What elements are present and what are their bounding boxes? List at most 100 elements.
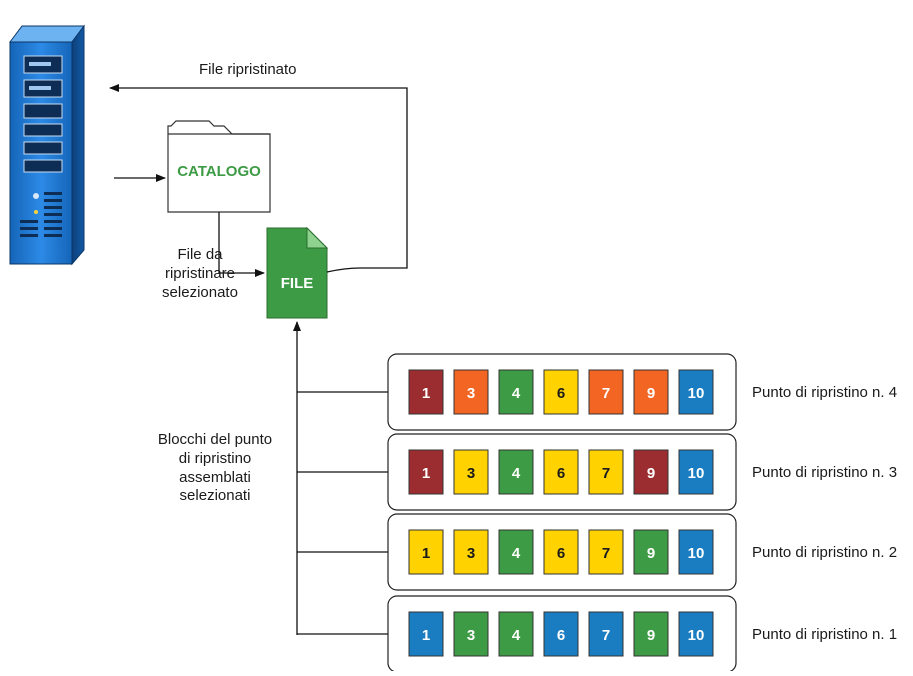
data-block-fill bbox=[498, 449, 534, 495]
file-selected-line-3: selezionato bbox=[162, 283, 238, 301]
data-block: 7 bbox=[588, 529, 624, 575]
data-block-number: 6 bbox=[557, 627, 565, 644]
data-block-number: 7 bbox=[602, 465, 610, 482]
restore-point-row: 1 3 4 6 7 9 10 Punto di ripristino n. 1 bbox=[387, 595, 897, 673]
data-block-fill bbox=[453, 611, 489, 657]
data-block: 10 bbox=[678, 529, 714, 575]
data-block-fill bbox=[633, 611, 669, 657]
restore-point-label: Punto di ripristino n. 1 bbox=[752, 626, 897, 643]
data-block: 10 bbox=[678, 369, 714, 415]
data-block: 6 bbox=[543, 529, 579, 575]
blocks-selected-label: Blocchi del punto di ripristino assembla… bbox=[145, 431, 285, 506]
data-block: 9 bbox=[633, 529, 669, 575]
data-block-fill bbox=[543, 369, 579, 415]
data-block-number: 9 bbox=[647, 545, 655, 562]
file-document-icon: FILE bbox=[266, 226, 329, 319]
data-block-number: 4 bbox=[512, 545, 521, 562]
data-block: 9 bbox=[633, 449, 669, 495]
data-block: 1 bbox=[408, 611, 444, 657]
data-block-number: 7 bbox=[602, 545, 610, 562]
file-label: FILE bbox=[281, 275, 314, 292]
blocks-selected-line-3: assemblati bbox=[179, 468, 251, 486]
catalog-folder-icon: CATALOGO bbox=[167, 120, 271, 213]
data-block-fill bbox=[678, 529, 714, 575]
data-block-number: 6 bbox=[557, 385, 565, 402]
data-block-number: 9 bbox=[647, 465, 655, 482]
server-vent-grille bbox=[20, 192, 62, 237]
data-block-number: 3 bbox=[467, 545, 475, 562]
arrow-file-restored bbox=[109, 84, 408, 273]
data-block-number: 9 bbox=[647, 385, 655, 402]
data-block-fill bbox=[498, 611, 534, 657]
server-tower-icon bbox=[9, 24, 85, 266]
data-block: 9 bbox=[633, 369, 669, 415]
data-block: 4 bbox=[498, 369, 534, 415]
data-block-number: 10 bbox=[688, 545, 705, 562]
data-block: 6 bbox=[543, 611, 579, 657]
data-block: 7 bbox=[588, 449, 624, 495]
data-block-number: 1 bbox=[422, 385, 430, 402]
data-block-fill bbox=[453, 369, 489, 415]
data-block-fill bbox=[678, 449, 714, 495]
data-block: 1 bbox=[408, 529, 444, 575]
data-block-fill bbox=[408, 449, 444, 495]
data-block-fill bbox=[408, 529, 444, 575]
data-block-number: 7 bbox=[602, 627, 610, 644]
restore-point-row: 1 3 4 6 7 9 10 Punto di ripristino n. 3 bbox=[387, 433, 897, 511]
data-block-number: 10 bbox=[688, 627, 705, 644]
data-block-number: 7 bbox=[602, 385, 610, 402]
data-block-number: 10 bbox=[688, 465, 705, 482]
catalog-label: CATALOGO bbox=[177, 163, 261, 180]
data-block-fill bbox=[633, 369, 669, 415]
restore-point-label: Punto di ripristino n. 2 bbox=[752, 544, 897, 561]
data-block-fill bbox=[543, 529, 579, 575]
arrow-catalog-to-file bbox=[218, 212, 265, 277]
blocks-selected-line-4: selezionati bbox=[179, 487, 251, 505]
data-block-number: 9 bbox=[647, 627, 655, 644]
data-block-fill bbox=[453, 449, 489, 495]
data-block-number: 4 bbox=[512, 385, 521, 402]
data-block-fill bbox=[633, 449, 669, 495]
data-block: 1 bbox=[408, 369, 444, 415]
data-block-fill bbox=[588, 611, 624, 657]
data-block-fill bbox=[678, 611, 714, 657]
data-block-fill bbox=[678, 369, 714, 415]
data-block-number: 1 bbox=[422, 545, 430, 562]
data-block-fill bbox=[588, 529, 624, 575]
data-block-number: 4 bbox=[512, 465, 521, 482]
data-block-number: 1 bbox=[422, 627, 430, 644]
data-block-number: 10 bbox=[688, 385, 705, 402]
data-block: 3 bbox=[453, 449, 489, 495]
data-block: 6 bbox=[543, 449, 579, 495]
data-block-fill bbox=[498, 369, 534, 415]
data-block-number: 1 bbox=[422, 465, 430, 482]
data-block: 4 bbox=[498, 449, 534, 495]
server-drive-bays bbox=[23, 55, 63, 173]
blocks-selected-line-2: di ripristino bbox=[178, 449, 252, 467]
data-block-fill bbox=[408, 611, 444, 657]
restore-point-label: Punto di ripristino n. 4 bbox=[752, 384, 897, 401]
data-block: 3 bbox=[453, 611, 489, 657]
data-block-fill bbox=[588, 369, 624, 415]
data-block: 10 bbox=[678, 611, 714, 657]
data-block-number: 4 bbox=[512, 627, 521, 644]
data-block-fill bbox=[408, 369, 444, 415]
data-block: 1 bbox=[408, 449, 444, 495]
data-block-fill bbox=[498, 529, 534, 575]
data-block: 7 bbox=[588, 369, 624, 415]
data-block-number: 3 bbox=[467, 385, 475, 402]
data-block: 4 bbox=[498, 529, 534, 575]
data-block: 7 bbox=[588, 611, 624, 657]
data-block: 4 bbox=[498, 611, 534, 657]
file-restored-label: File ripristinato bbox=[199, 61, 297, 78]
restore-points-list: 1 3 4 6 7 9 10 Punto di ripristino n. 4 1 3 4 6 7 9 10… bbox=[387, 353, 897, 673]
blocks-selected-line-1: Blocchi del punto bbox=[157, 431, 273, 448]
file-selected-line-1: File da bbox=[177, 246, 223, 263]
restore-point-label: Punto di ripristino n. 3 bbox=[752, 464, 897, 481]
data-block-number: 3 bbox=[467, 627, 475, 644]
data-block-number: 6 bbox=[557, 545, 565, 562]
data-block: 3 bbox=[453, 369, 489, 415]
file-selected-label: File da ripristinare selezionato bbox=[150, 246, 250, 302]
